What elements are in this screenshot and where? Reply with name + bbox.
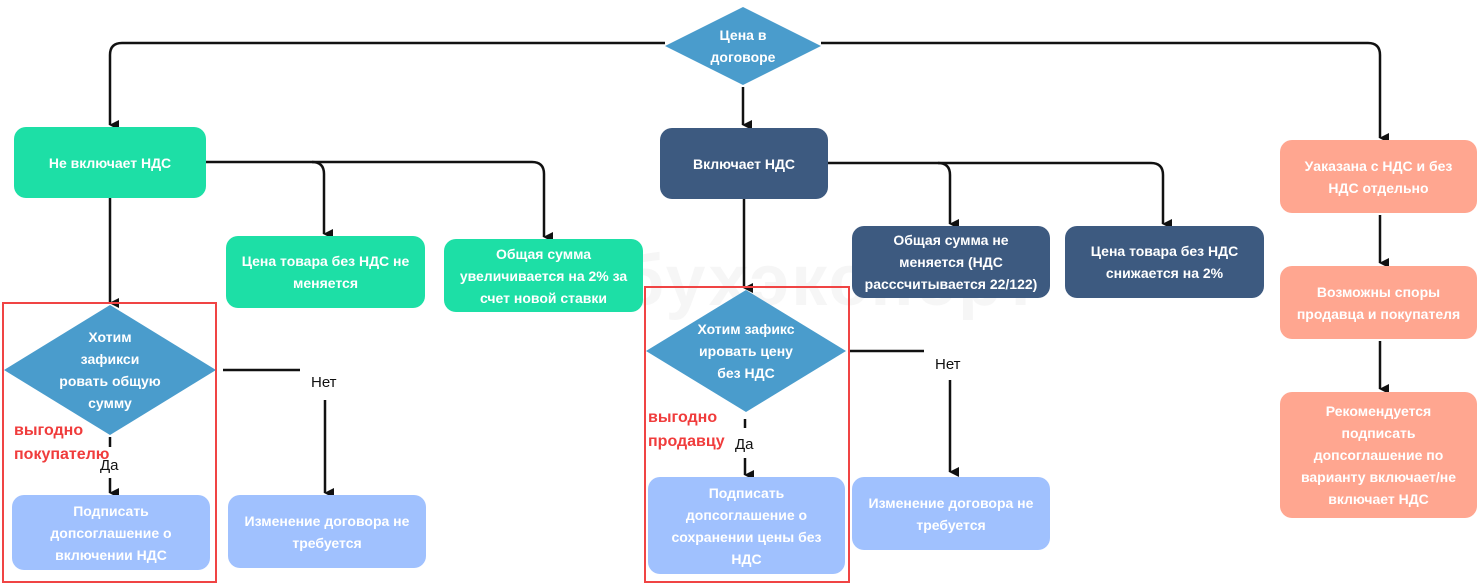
excl-option-price: Цена товара без НДС не меняется xyxy=(226,236,425,308)
excl-no-result: Изменение договора не требуется xyxy=(228,495,426,568)
incl-vat-box: Включает НДС xyxy=(660,128,828,199)
excl-question-text: Хотим зафикси ровать общую сумму xyxy=(59,329,161,411)
incl-question-decision: Хотим зафикс ировать цену без НДС xyxy=(646,290,846,412)
incl-benefit-note: выгодно продавцу xyxy=(648,409,725,450)
excl-yes-result: Подписать допсоглашение о включении НДС xyxy=(12,495,210,570)
root-decision-text: Цена в договоре xyxy=(710,27,776,65)
connector-excl-opt1 xyxy=(206,160,333,239)
excl-vat-box: Не включает НДС xyxy=(14,127,206,198)
connector-incl-opt1 xyxy=(828,161,959,229)
excl-option-total: Общая сумма увеличивается на 2% за счет … xyxy=(444,239,643,312)
incl-highlight-frame xyxy=(644,286,850,583)
incl-no-result: Изменение договора не требуется xyxy=(852,477,1050,550)
excl-benefit-note: выгодно покупателю xyxy=(14,422,110,463)
separate-step-recommend: Рекомендуется подписать допсоглашение по… xyxy=(1280,392,1477,518)
connector-incl-opt2 xyxy=(938,161,1172,229)
incl-question-text: Хотим зафикс ировать цену без НДС xyxy=(697,321,795,381)
connector-excl-opt2 xyxy=(312,160,553,242)
separate-vat-box: Уаказана с НДС и без НДС отдельно xyxy=(1280,140,1477,213)
excl-yes-label: Да xyxy=(100,457,119,474)
excl-question-decision: Хотим зафикси ровать общую сумму xyxy=(4,305,216,435)
excl-highlight-frame xyxy=(2,302,217,583)
incl-yes-result: Подписать допсоглашение о сохранении цен… xyxy=(648,477,845,574)
root-decision: Цена в договоре xyxy=(665,7,821,85)
separate-step-disputes: Возможны споры продавца и покупателя xyxy=(1280,266,1477,339)
connector-root-excl xyxy=(108,41,665,130)
connector-root-sep xyxy=(821,41,1389,143)
incl-yes-label: Да xyxy=(735,436,754,453)
incl-option-total: Общая сумма не меняется (НДС расссчитыва… xyxy=(852,226,1050,298)
incl-no-label: Нет xyxy=(935,356,961,373)
incl-option-price: Цена товара без НДС снижается на 2% xyxy=(1065,226,1264,298)
excl-no-label: Нет xyxy=(311,374,337,391)
